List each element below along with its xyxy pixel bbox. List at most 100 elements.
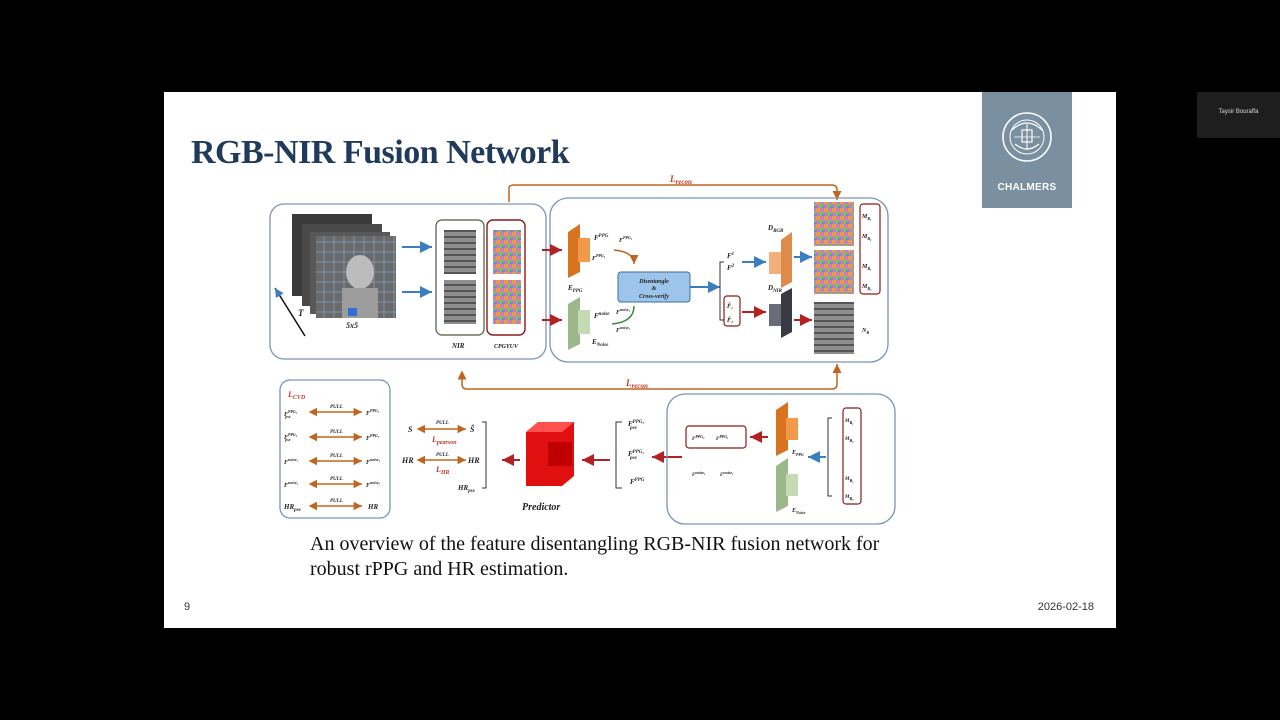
svg-text:MB₁: MB₁ [844, 419, 854, 425]
slide-date: 2026-02-18 [1037, 601, 1094, 613]
f1-label: F1 [727, 252, 734, 260]
svg-text:FPPG₁: FPPG₁ [716, 434, 729, 442]
recon-rgb-map-2 [814, 250, 854, 294]
pipeline-box [549, 197, 889, 363]
svg-text:FPPG₂: FPPG₂ [692, 434, 705, 442]
s-hat-label: Ŝ [470, 424, 475, 434]
presenter-name: Taysir Bouraffa [1218, 109, 1259, 115]
svg-text:MB₂: MB₂ [844, 437, 854, 443]
input-box [269, 203, 547, 360]
recon-loss-top-label: Lrecon [669, 174, 692, 186]
m-input-box [842, 407, 862, 505]
cvd-pull-row-5: HRpse PULL HR [283, 499, 378, 513]
recon-rgb-map-1 [814, 202, 854, 246]
e-ppg-label: EPPG [567, 284, 583, 294]
e-noise-encoder-2 [776, 458, 798, 512]
svg-text:PULL: PULL [330, 499, 343, 504]
caption-line-1: An overview of the feature disentangling… [310, 533, 880, 555]
time-axis [274, 287, 306, 337]
recon-loss-arc-top [508, 184, 842, 202]
svg-text:Fnoise₁: Fnoise₁ [692, 470, 705, 478]
f-noise-label: Fnoise [594, 312, 610, 320]
f-pse-box [685, 425, 747, 449]
f-tilde-box [723, 295, 741, 327]
svg-text:Fnoise₂: Fnoise₂ [720, 470, 734, 478]
hr-pse-label: HRpse [457, 484, 476, 494]
disentangle-line3: Cross-verify [639, 294, 669, 300]
hr-label: HR [401, 456, 414, 465]
figure-caption: An overview of the feature disentangling… [310, 532, 950, 582]
svg-text:PULL: PULL [436, 421, 449, 426]
time-label: T [298, 308, 304, 318]
d-nir-label: DNIR [767, 284, 783, 294]
svg-text:PULL: PULL [436, 453, 449, 458]
svg-text:PULL: PULL [330, 477, 343, 482]
f-noise2-label: Fnoise₂ [616, 325, 631, 334]
svg-text:FPPG₂: FPPG₂ [366, 433, 380, 442]
slide: RGB-NIR Fusion Network CHALMERS Lrecon [164, 92, 1116, 628]
m-hat-box [859, 203, 881, 295]
f-ppg-output: FPPG [630, 478, 645, 486]
caption-line-2: robust rPPG and HR estimation. [310, 558, 569, 580]
svg-text:MB₂: MB₂ [861, 284, 872, 291]
nir-box [435, 219, 485, 336]
l-cvd-label: LCVD [287, 390, 306, 401]
cvd-pull-row-4: Fnoise₂ PULL Fnoise₂ [284, 477, 381, 489]
svg-text:HRpse: HRpse [283, 503, 302, 513]
n-b-label: NB [861, 328, 869, 335]
svg-text:Fnoise₁: Fnoise₁ [366, 457, 380, 466]
recon-loss-mid-label: Lrecon [625, 378, 648, 390]
cpgyuv-label: CPGYUV [494, 344, 519, 350]
svg-text:PULL: PULL [330, 430, 343, 435]
network-diagram: Lrecon T 5x5 NIR CPGYUV [269, 174, 896, 525]
svg-text:PULL: PULL [330, 405, 343, 410]
predictor-label: Predictor [522, 502, 560, 513]
recon-nir-map [814, 302, 854, 354]
svg-text:F̃₁: F̃₁ [727, 303, 733, 310]
f-ppg-label: FPPG [594, 234, 609, 242]
page-number: 9 [184, 601, 191, 613]
hr-hat-label: HR [467, 456, 480, 465]
svg-text:F̃₂: F̃₂ [727, 317, 733, 324]
nir-label: NIR [451, 342, 465, 350]
svg-text:Fnoise₂: Fnoise₂ [284, 480, 299, 489]
logo-text: CHALMERS [997, 182, 1057, 193]
chalmers-logo: CHALMERS [982, 92, 1072, 208]
slide-title: RGB-NIR Fusion Network [191, 134, 570, 171]
m-b2-hat-label: MB₂ [861, 234, 872, 241]
cvd-loss-box [279, 379, 391, 519]
l-pearson-label: Lpearson [431, 435, 457, 446]
svg-text:MB₂: MB₂ [844, 495, 854, 501]
l-hr-label: LHR [435, 465, 450, 476]
f-noise1-label: Fnoise₁ [616, 307, 630, 316]
cvd-pull-row-3: Fnoise₁ PULL Fnoise₁ [284, 454, 380, 466]
svg-text:PULL: PULL [330, 454, 343, 459]
e-noise-label: ENoise [591, 338, 609, 348]
cpgyuv-box [486, 219, 526, 336]
d-rgb-label: DRGB [767, 224, 784, 234]
svg-text:MB₁: MB₁ [844, 477, 854, 483]
patch-label: 5x5 [346, 321, 358, 330]
svg-text:MB₁: MB₁ [861, 264, 871, 271]
e-ppg-encoder [568, 224, 590, 278]
svg-text:Fnoise₁: Fnoise₁ [284, 457, 298, 466]
f-ppg2-label: FPPG₂ [592, 253, 606, 262]
svg-text:EPPG: EPPG [791, 450, 804, 457]
e-noise-encoder [568, 297, 590, 350]
f-ppg1-label: FPPG₁ [619, 235, 632, 244]
chalmers-seal-icon [1002, 112, 1052, 162]
m-b1-hat-label: MB₁ [861, 214, 871, 221]
s-label: S [408, 425, 413, 434]
d-rgb-decoder [769, 232, 792, 288]
svg-text:HR: HR [367, 503, 378, 511]
predictor-block [526, 422, 574, 486]
d-nir-decoder [769, 288, 792, 338]
presenter-video-tile[interactable]: Taysir Bouraffa [1197, 92, 1280, 138]
face-frames [292, 214, 396, 318]
